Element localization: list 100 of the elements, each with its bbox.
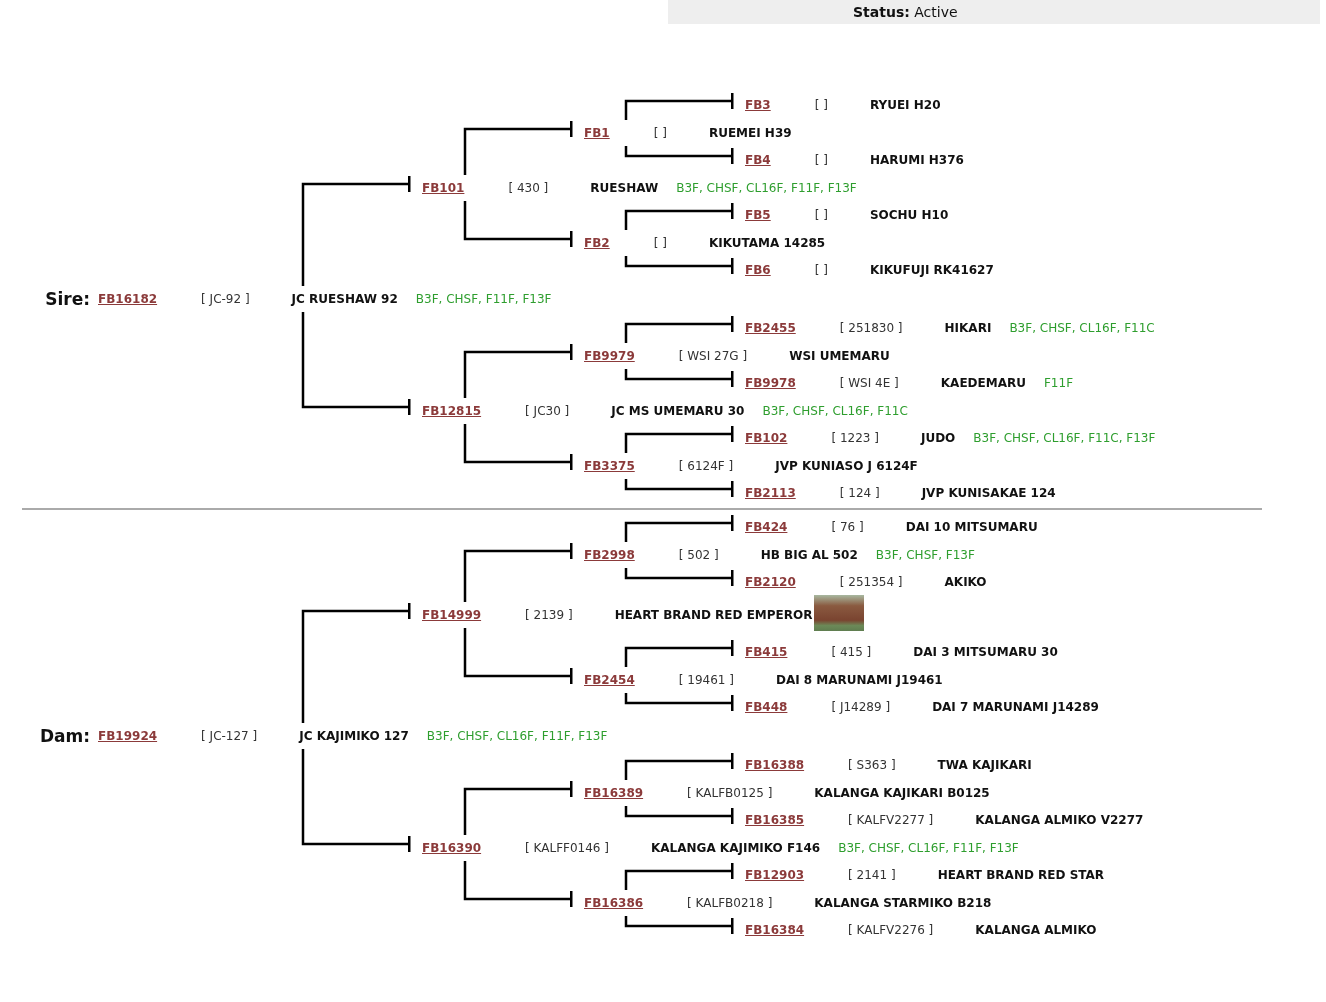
animal-name: TWA KAJIKARI — [937, 758, 1032, 772]
registration-number: [ KALFV2276 ] — [848, 923, 934, 937]
registration-number: [ 2141 ] — [848, 868, 896, 882]
pedigree-link: FB2 — [584, 236, 610, 250]
pedigree-bracket — [624, 316, 734, 343]
registration-number: [ WSI 4E ] — [839, 376, 899, 390]
pedigree-bracket — [301, 603, 411, 723]
pedigree-link: FB2998 — [584, 548, 635, 562]
pedigree-link: FB16386 — [584, 896, 644, 910]
animal-name: JC MS UMEMARU 30 — [611, 404, 745, 418]
animal-name: WSI UMEMARU — [789, 349, 890, 363]
pedigree-bracket — [624, 203, 734, 230]
registration-number: [ 251830 ] — [839, 321, 903, 335]
animal-name: KIKUFUJI RK41627 — [869, 263, 994, 277]
registration-number: [ KALFF0146 ] — [525, 841, 609, 855]
animal-name: JVP KUNIASO J 6124F — [775, 459, 918, 473]
trait-codes: B3F, CHSF, CL16F, F11C — [1009, 321, 1155, 335]
animal-name: HARUMI H376 — [869, 153, 964, 167]
registration-number: [ ] — [653, 126, 667, 140]
registration-number: [ 415 ] — [831, 645, 872, 659]
pedigree-bracket — [624, 515, 734, 542]
animal-name: HEART BRAND RED EMPEROR — [614, 608, 813, 622]
pedigree-bracket — [624, 863, 734, 890]
pedigree-bracket — [624, 479, 734, 497]
registration-number: [ S363 ] — [848, 758, 896, 772]
pedigree-link: FB3375 — [584, 459, 635, 473]
status-text: Status: Active — [853, 4, 958, 20]
trait-codes: B3F, CHSF, CL16F, F11C — [762, 404, 908, 418]
registration-number: [ JC-127 ] — [201, 729, 258, 743]
pedigree-bracket — [301, 749, 411, 852]
pedigree-bracket — [624, 568, 734, 586]
registration-number: [ 251354 ] — [839, 575, 903, 589]
pedigree-link: FB16384 — [745, 923, 805, 937]
pedigree-bracket — [463, 861, 573, 907]
pedigree-bracket — [463, 424, 573, 470]
registration-number: [ KALFB0125 ] — [687, 786, 773, 800]
animal-name: DAI 8 MARUNAMI J19461 — [775, 673, 943, 687]
pedigree-bracket — [624, 146, 734, 164]
animal-name: JUDO — [920, 431, 956, 445]
animal-name: KALANGA STARMIKO B218 — [814, 896, 992, 910]
registration-number: [ 124 ] — [839, 486, 880, 500]
pedigree-link: FB19924 — [98, 729, 158, 743]
trait-codes: F11F — [1043, 376, 1074, 390]
animal-name: KIKUTAMA 14285 — [708, 236, 826, 250]
pedigree-link: FB16390 — [422, 841, 482, 855]
pedigree-link: FB16389 — [584, 786, 644, 800]
animal-name: KALANGA KAJIMIKO F146 — [651, 841, 821, 855]
registration-number: [ ] — [814, 208, 828, 222]
registration-number: [ 2139 ] — [525, 608, 573, 622]
pedigree-link: FB9979 — [584, 349, 635, 363]
pedigree-link: FB14999 — [422, 608, 482, 622]
pedigree-link: FB424 — [745, 520, 788, 534]
animal-name: DAI 7 MARUNAMI J14289 — [932, 700, 1099, 714]
pedigree-bracket — [624, 693, 734, 711]
pedigree-bracket — [624, 640, 734, 667]
pedigree-bracket — [463, 344, 573, 398]
pedigree-link: FB5 — [745, 208, 771, 222]
pedigree-link: FB415 — [745, 645, 788, 659]
pedigree-link: FB16388 — [745, 758, 805, 772]
registration-number: [ J14289 ] — [831, 700, 891, 714]
pedigree-bracket — [624, 256, 734, 274]
pedigree-link: FB102 — [745, 431, 788, 445]
registration-number: [ KALFB0218 ] — [687, 896, 773, 910]
registration-number: [ JC30 ] — [525, 404, 570, 418]
pedigree-link: FB3 — [745, 98, 771, 112]
pedigree-bracket — [463, 543, 573, 602]
animal-name: HIKARI — [944, 321, 992, 335]
animal-name: JC RUESHAW 92 — [291, 292, 398, 306]
pedigree-link: FB448 — [745, 700, 788, 714]
pedigree-bracket — [624, 753, 734, 780]
animal-name: SOCHU H10 — [869, 208, 949, 222]
pedigree-bracket — [624, 916, 734, 934]
pedigree-bracket — [624, 426, 734, 453]
pedigree-link: FB4 — [745, 153, 771, 167]
registration-number: [ 76 ] — [831, 520, 864, 534]
trait-codes: B3F, CHSF, CL16F, F11F, F13F — [676, 181, 857, 195]
registration-number: [ 6124F ] — [678, 459, 734, 473]
animal-name: RYUEI H20 — [869, 98, 941, 112]
animal-name: HB BIG AL 502 — [760, 548, 858, 562]
registration-number: [ WSI 27G ] — [678, 349, 748, 363]
registration-number: [ ] — [814, 153, 828, 167]
trait-codes: B3F, CHSF, CL16F, F11F, F13F — [838, 841, 1019, 855]
pedigree-link: FB16385 — [745, 813, 805, 827]
animal-name: JC KAJIMIKO 127 — [299, 729, 409, 743]
animal-name: KALANGA KAJIKARI B0125 — [814, 786, 990, 800]
trait-codes: B3F, CHSF, CL16F, F11F, F13F — [426, 729, 608, 743]
pedigree-link: FB2455 — [745, 321, 796, 335]
animal-name: KALANGA ALMIKO V2277 — [975, 813, 1144, 827]
pedigree-link: FB16182 — [98, 292, 158, 306]
pedigree-bracket — [463, 628, 573, 684]
pedigree-bracket — [463, 121, 573, 175]
animal-name: AKIKO — [944, 575, 987, 589]
animal-name: KALANGA ALMIKO — [975, 923, 1097, 937]
parent-heading: Sire: — [44, 289, 90, 309]
pedigree-link: FB12903 — [745, 868, 805, 882]
trait-codes: B3F, CHSF, F13F — [875, 548, 975, 562]
pedigree-link: FB2113 — [745, 486, 796, 500]
registration-number: [ 19461 ] — [678, 673, 734, 687]
registration-number: [ 502 ] — [678, 548, 719, 562]
registration-number: [ 430 ] — [508, 181, 549, 195]
